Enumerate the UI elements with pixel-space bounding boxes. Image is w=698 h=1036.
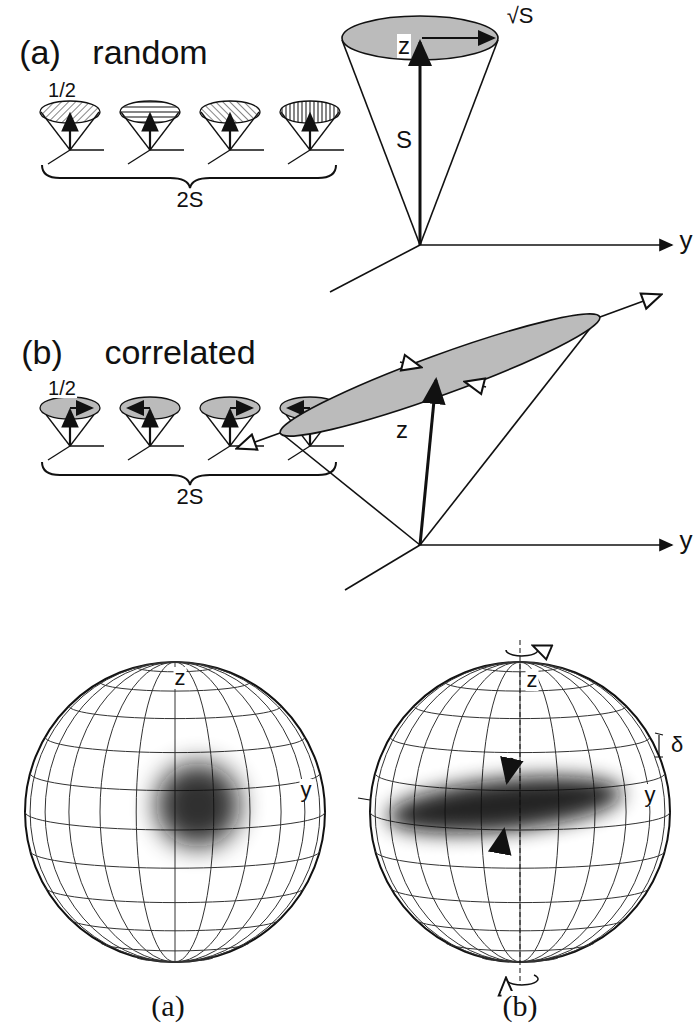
- bloch-sphere-a: [25, 662, 325, 962]
- figure-label: 1/2: [47, 80, 77, 100]
- figure-label: 2S: [176, 189, 205, 211]
- latitude: [45, 737, 305, 753]
- spin-arrow: [149, 410, 151, 446]
- meridian: [45, 662, 305, 962]
- figure-label: (b): [502, 991, 539, 1021]
- spin-arrow: [309, 114, 311, 150]
- figure-label: δ: [670, 734, 684, 756]
- figure-label: y: [679, 527, 694, 553]
- axis-line: [208, 150, 230, 164]
- axis-line: [150, 149, 184, 150]
- transverse-arrow: [128, 407, 150, 409]
- meridian: [30, 662, 320, 962]
- latitude: [30, 851, 320, 868]
- latitude: [69, 706, 281, 719]
- latitude: [100, 942, 250, 951]
- figure-label: √S: [506, 5, 535, 27]
- axis-line: [310, 149, 344, 150]
- figure-label: z: [174, 667, 187, 689]
- meridian: [100, 662, 250, 962]
- figure-label: (a): [150, 991, 185, 1021]
- figure-label: y: [300, 779, 313, 801]
- brace: [42, 165, 336, 485]
- transverse-arrow: [288, 407, 310, 409]
- spin-half-cones: [40, 101, 344, 460]
- axis-line: [48, 150, 70, 164]
- spin-arrow: [69, 410, 71, 446]
- figure-label: S: [395, 128, 413, 152]
- axis-line: [208, 446, 230, 460]
- spin-arrow: [69, 114, 71, 150]
- spin-arrow: [149, 114, 151, 150]
- correlated-spin-cone: [238, 295, 672, 590]
- axis-line: [310, 445, 344, 446]
- axis-line: [230, 149, 264, 150]
- figure-label: y: [644, 784, 657, 806]
- figure-label: random: [91, 35, 208, 69]
- figure-label: 2S: [176, 486, 205, 508]
- transverse-arrow: [230, 407, 252, 409]
- axis-line: [128, 446, 150, 460]
- latitude: [69, 918, 281, 931]
- axis-line: [128, 150, 150, 164]
- figure-label: (a): [18, 35, 62, 69]
- axis-line: [150, 445, 184, 446]
- figure-label: (b): [20, 335, 64, 369]
- figure-label: 1/2: [47, 378, 77, 398]
- random-spin-cone: [330, 16, 672, 292]
- spin-arrow: [229, 114, 231, 150]
- figure-label: z: [395, 418, 409, 442]
- latitude: [136, 957, 214, 962]
- axis-line: [70, 445, 104, 446]
- figure-label: correlated: [103, 335, 256, 369]
- bloch-sphere-b: [358, 640, 670, 985]
- figure-label: z: [397, 34, 411, 58]
- meridian: [69, 662, 281, 962]
- latitude: [45, 887, 305, 903]
- axis-line: [288, 150, 310, 164]
- figure-label: y: [679, 227, 694, 253]
- transverse-arrow: [70, 407, 92, 409]
- spin-arrow: [229, 410, 231, 446]
- figure-label: z: [526, 669, 539, 691]
- axis-line: [48, 446, 70, 460]
- axis-line: [70, 149, 104, 150]
